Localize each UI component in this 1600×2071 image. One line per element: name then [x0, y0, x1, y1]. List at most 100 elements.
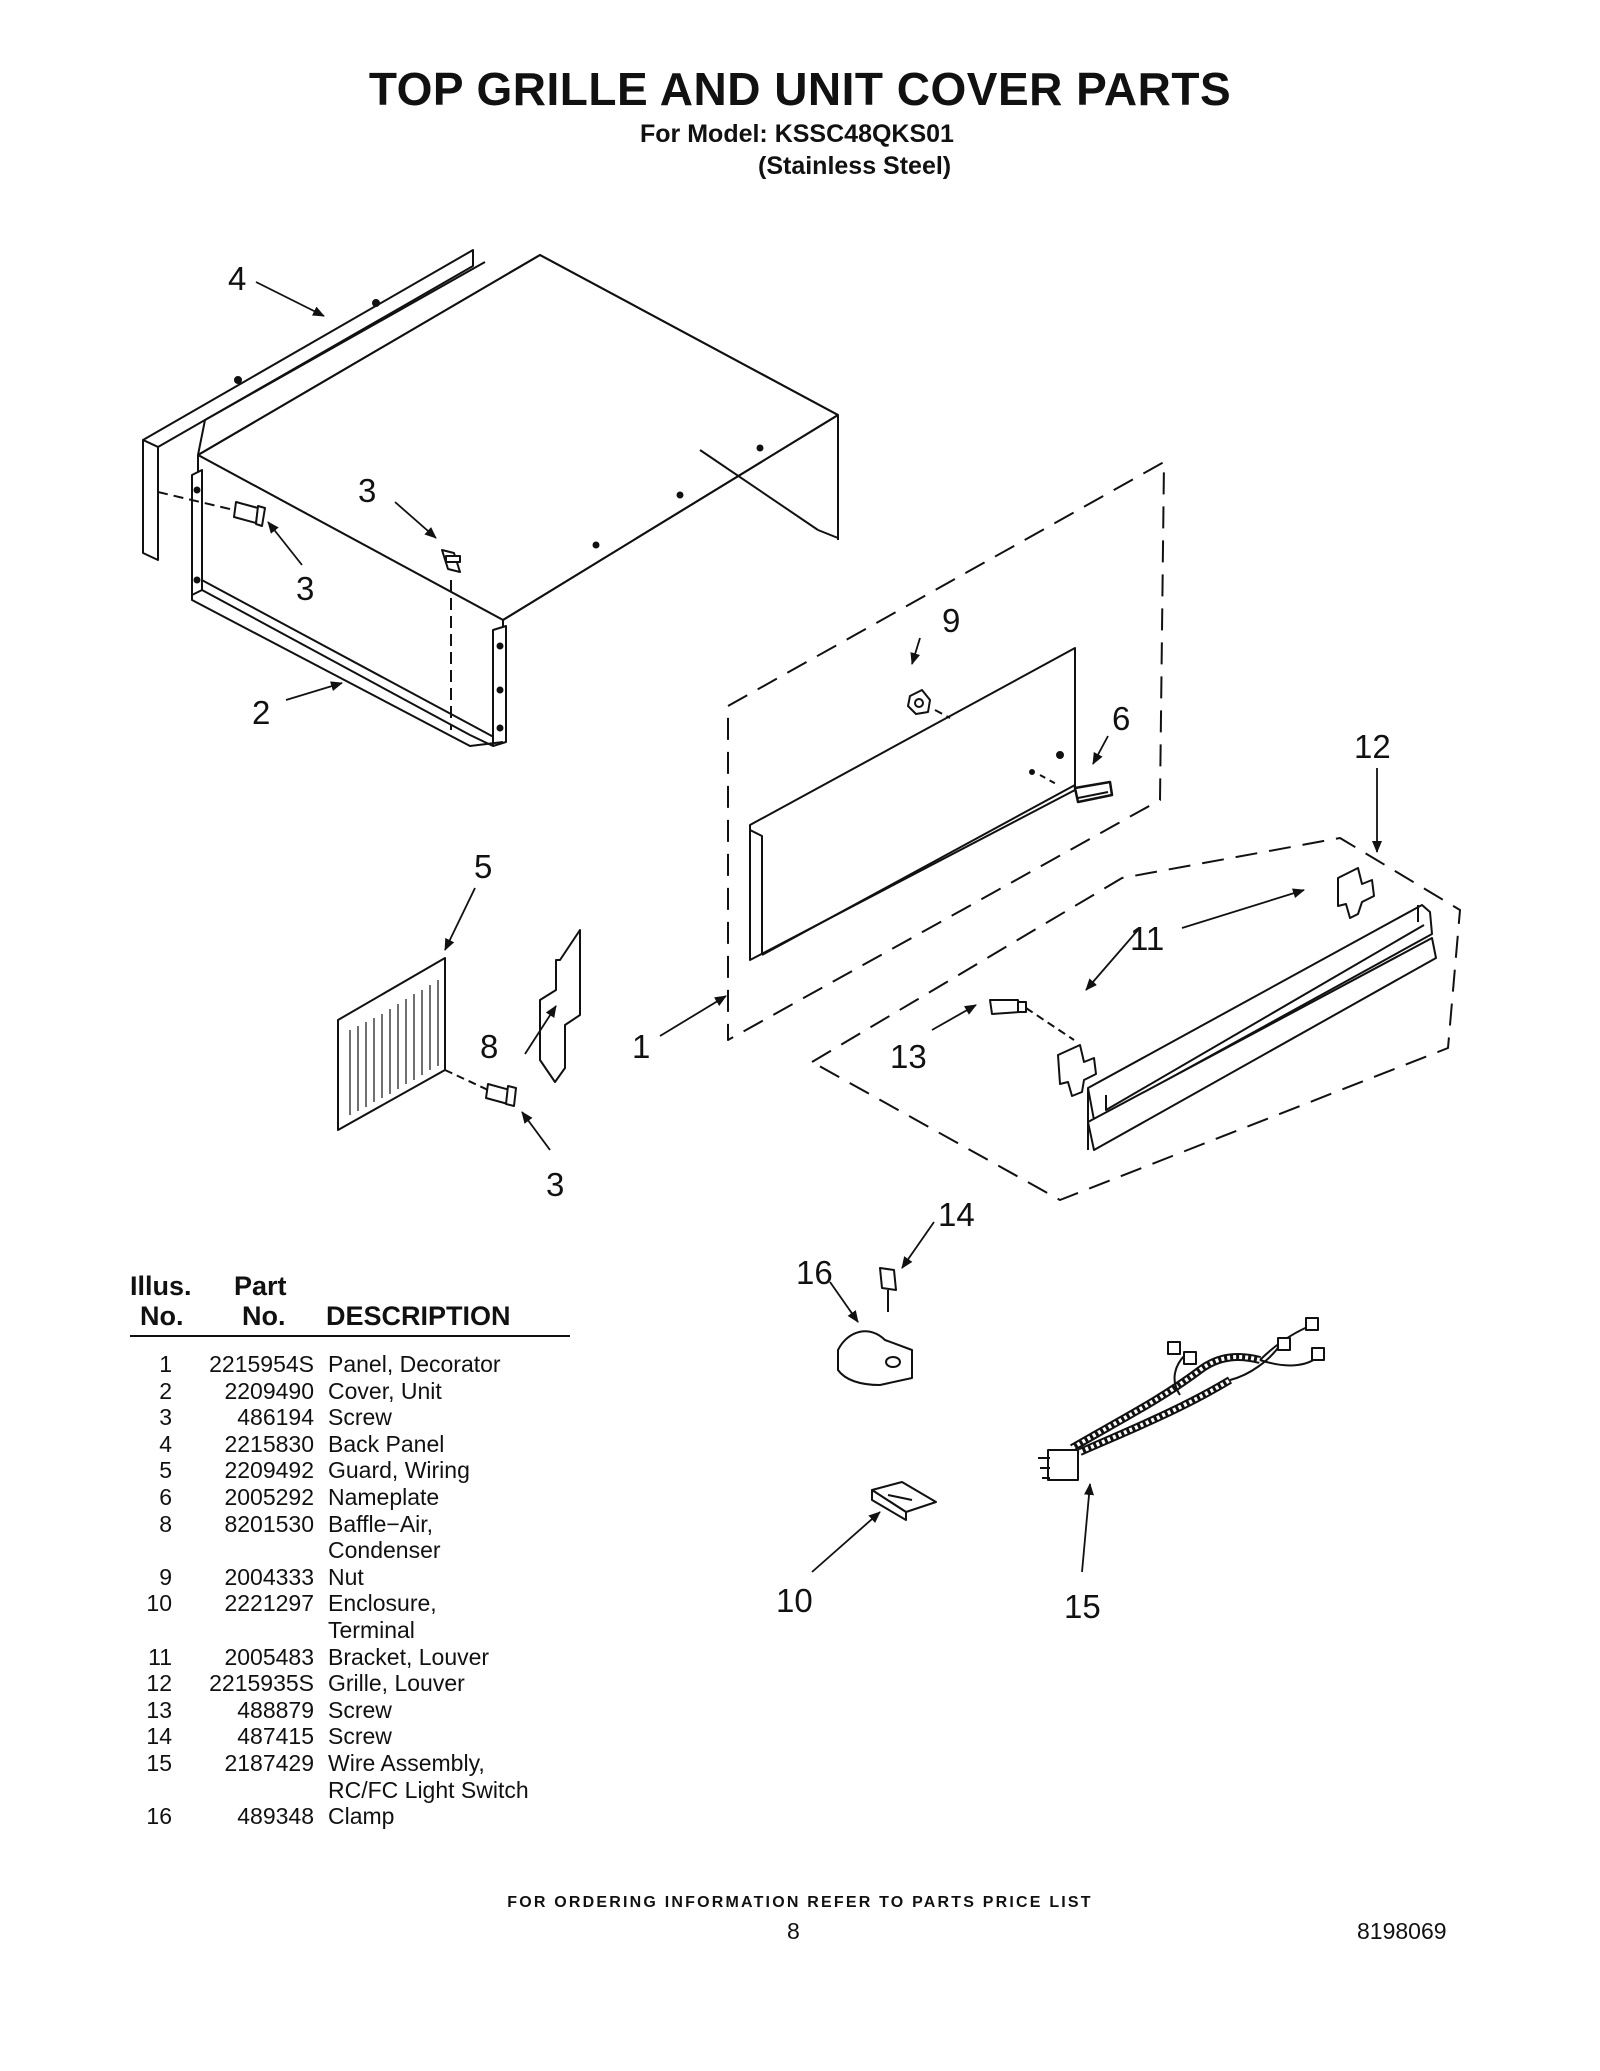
- description-line: Screw: [328, 1404, 392, 1431]
- callout-4: 4: [228, 260, 246, 297]
- part-description: Screw: [314, 1404, 392, 1431]
- header-illus-top: Illus.: [130, 1271, 192, 1301]
- description-line: Cover, Unit: [328, 1377, 442, 1404]
- part-description: Grille, Louver: [314, 1670, 465, 1697]
- parts-table-row: 16 489348 Clamp: [130, 1803, 570, 1830]
- description-line: Screw: [328, 1696, 392, 1723]
- description-line: Bracket, Louver: [328, 1643, 490, 1670]
- part-number: 2209492: [224, 1457, 314, 1484]
- wiring-guard-drawing: [337, 957, 489, 1131]
- model-info: For Model: KSSC48QKS01 (Stainless Steel): [640, 118, 954, 182]
- decorator-panel-drawing: [727, 461, 1165, 1041]
- model-line: For Model: KSSC48QKS01: [640, 120, 954, 148]
- part-number: 2215954S: [209, 1351, 314, 1377]
- callout-5: 5: [474, 848, 492, 885]
- part-number: 2005292: [224, 1483, 314, 1510]
- illus-number: 9: [159, 1563, 172, 1590]
- finish-line: (Stainless Steel): [758, 152, 952, 180]
- part-number: 489348: [237, 1803, 314, 1830]
- illus-number: 8: [159, 1510, 172, 1537]
- description-line: Back Panel: [328, 1430, 445, 1457]
- description-line: Enclosure,: [328, 1590, 437, 1617]
- louver-grille-drawing: [811, 837, 1461, 1201]
- illus-number: 4: [159, 1430, 172, 1457]
- callout-15: 15: [1064, 1588, 1101, 1625]
- part-description: Guard, Wiring: [314, 1457, 470, 1484]
- part-number: 2209490: [224, 1377, 314, 1404]
- callout-numbers: 4 3 3 2 9 6 12 5 11 8 1 13 3 14 16 10 15: [228, 260, 1391, 1625]
- parts-table-header: Illus. No. Part No. DESCRIPTION: [130, 1255, 570, 1337]
- illus-number: 15: [146, 1749, 172, 1776]
- illus-number: 16: [146, 1803, 172, 1830]
- illus-number: 2: [159, 1377, 172, 1404]
- air-baffle-drawing: [539, 929, 581, 1083]
- description-line: Guard, Wiring: [328, 1457, 470, 1484]
- part-number: 486194: [237, 1404, 314, 1431]
- part-number: 487415: [237, 1723, 314, 1750]
- header-part-top: Part: [234, 1271, 287, 1301]
- nameplate-drawing: [1073, 780, 1114, 804]
- illus-number: 11: [148, 1643, 172, 1670]
- part-description: Nameplate: [314, 1484, 439, 1511]
- screw-3-side-drawing: [157, 491, 266, 527]
- part-description: Clamp: [314, 1803, 394, 1830]
- illus-number: 10: [146, 1590, 172, 1617]
- callout-3-side: 3: [296, 570, 314, 607]
- header-part-bottom: No.: [242, 1301, 286, 1331]
- description-line: RC/FC Light Switch: [328, 1776, 529, 1803]
- back-panel-drawing: [142, 249, 474, 561]
- callout-13: 13: [890, 1038, 927, 1075]
- callout-14: 14: [938, 1196, 975, 1233]
- description-line: Screw: [328, 1723, 392, 1750]
- illus-number: 12: [146, 1670, 172, 1697]
- part-description: Enclosure,Terminal: [314, 1590, 437, 1643]
- screw-13-drawing: [989, 999, 1075, 1041]
- parts-table-row: 11 2005483 Bracket, Louver: [130, 1644, 570, 1671]
- part-description: Bracket, Louver: [314, 1644, 489, 1671]
- part-number: 2187429: [224, 1749, 314, 1776]
- illus-number: 6: [159, 1483, 172, 1510]
- wire-assembly-drawing: [1038, 1317, 1325, 1481]
- parts-table-row: 4 2215830 Back Panel: [130, 1431, 570, 1458]
- part-number: 2005483: [224, 1643, 314, 1670]
- callout-9: 9: [942, 602, 960, 639]
- part-number: 488879: [237, 1696, 314, 1723]
- description-line: Wire Assembly,: [328, 1749, 485, 1776]
- illus-number: 3: [159, 1404, 172, 1431]
- description-line: Condenser: [328, 1537, 441, 1564]
- part-description: Back Panel: [314, 1431, 444, 1458]
- parts-table-row: 2 2209490 Cover, Unit: [130, 1378, 570, 1405]
- part-number: 2215935S: [209, 1670, 314, 1697]
- screw-3-guard-drawing: [485, 1083, 517, 1107]
- nut-drawing: [907, 689, 951, 719]
- callout-6: 6: [1112, 700, 1130, 737]
- header-description: DESCRIPTION: [326, 1301, 511, 1331]
- description-line: Nameplate: [328, 1483, 440, 1510]
- description-line: Terminal: [328, 1616, 415, 1643]
- callout-2: 2: [252, 694, 270, 731]
- part-number: 2215830: [224, 1430, 314, 1457]
- description-line: Clamp: [328, 1803, 395, 1830]
- parts-table-row: 3 486194 Screw: [130, 1404, 570, 1431]
- terminal-enclosure-drawing: [871, 1481, 937, 1521]
- part-description: Nut: [314, 1564, 364, 1591]
- callout-11: 11: [1130, 920, 1164, 957]
- part-description: Cover, Unit: [314, 1378, 442, 1405]
- page-title: TOP GRILLE AND UNIT COVER PARTS: [368, 63, 1232, 115]
- callout-3-top: 3: [358, 472, 376, 509]
- callout-16: 16: [796, 1254, 833, 1291]
- callout-10: 10: [776, 1582, 813, 1619]
- part-description: Wire Assembly,RC/FC Light Switch: [314, 1750, 529, 1803]
- description-line: Baffle−Air,: [328, 1510, 434, 1537]
